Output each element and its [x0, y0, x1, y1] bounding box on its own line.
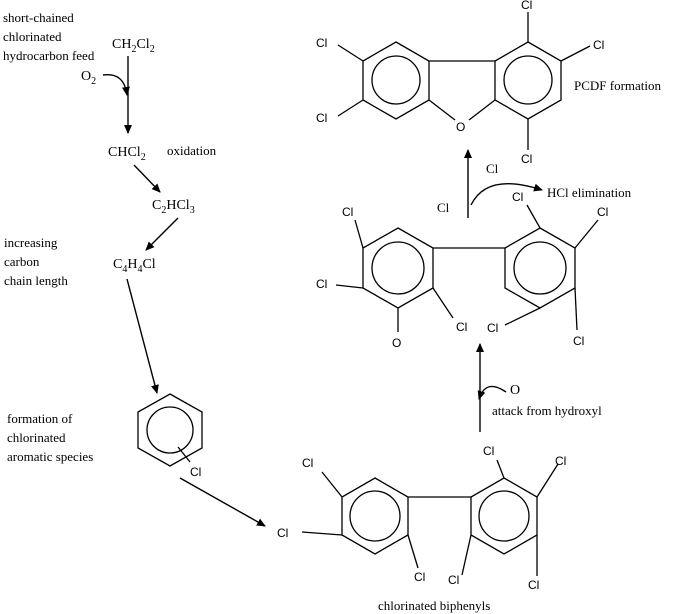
svg-text:Cl: Cl [316, 277, 327, 291]
o2-formula: O2 [81, 69, 96, 87]
svg-text:Cl: Cl [555, 454, 566, 468]
svg-text:Cl: Cl [528, 578, 539, 592]
arrow-hcl-elimination [470, 183, 543, 206]
svg-text:Cl: Cl [190, 465, 201, 479]
hydroxy-pcb-molecule: Cl Cl O Cl Cl Cl Cl Cl [316, 190, 608, 350]
chcl2-formula: CHCl2 [108, 145, 146, 163]
svg-text:Cl: Cl [521, 0, 532, 12]
arrow-o-curve [477, 385, 507, 400]
feed-label: short-chained chlorinated hydrocarbon fe… [3, 10, 95, 63]
o-reactant: O [510, 383, 520, 398]
svg-text:hydrocarbon feed: hydrocarbon feed [3, 48, 95, 63]
svg-text:Cl: Cl [316, 36, 327, 50]
svg-text:Cl: Cl [483, 444, 494, 458]
pcb-molecule: Cl Cl Cl Cl Cl Cl Cl [277, 444, 566, 592]
svg-text:Cl: Cl [593, 38, 604, 52]
svg-text:chlorinated: chlorinated [3, 29, 62, 44]
svg-text:aromatic species: aromatic species [7, 449, 93, 464]
cl-left-label: Cl [437, 200, 450, 215]
svg-text:Cl: Cl [448, 573, 459, 587]
c4h4cl-formula: C4H4Cl [113, 257, 156, 275]
svg-text:O: O [392, 336, 401, 350]
oxidation-label: oxidation [167, 143, 217, 158]
attack-label: attack from hydroxyl [492, 403, 602, 418]
pcdf-formation-label: PCDF formation [574, 78, 662, 93]
arrow-chcl2-to-c2hcl3 [133, 164, 161, 193]
ch2cl2-formula: CH2Cl2 [112, 37, 155, 55]
svg-text:chain length: chain length [4, 273, 68, 288]
svg-text:Cl: Cl [597, 205, 608, 219]
c2hcl3-formula: C2HCl3 [152, 198, 195, 216]
increasing-chain-label: increasing carbon chain length [4, 235, 68, 288]
svg-text:Cl: Cl [316, 111, 327, 125]
svg-text:Cl: Cl [302, 456, 313, 470]
arrow-c4h4cl-to-aromatic [126, 278, 159, 394]
arrow-c2hcl3-to-c4h4cl [145, 217, 179, 251]
svg-text:Cl: Cl [573, 334, 584, 348]
svg-text:chlorinated: chlorinated [7, 430, 66, 445]
svg-text:Cl: Cl [414, 570, 425, 584]
formation-label: formation of chlorinated aromatic specie… [7, 411, 93, 464]
arrow-o2-curve [102, 73, 130, 96]
svg-text:Cl: Cl [512, 190, 523, 204]
svg-text:formation of: formation of [7, 411, 73, 426]
svg-text:Cl: Cl [342, 205, 353, 219]
svg-text:Cl: Cl [521, 152, 532, 166]
svg-text:Cl: Cl [456, 320, 467, 334]
svg-text:carbon: carbon [4, 254, 40, 269]
svg-text:short-chained: short-chained [3, 10, 74, 25]
cl-top-label: Cl [486, 161, 499, 176]
chlorobenzene: Cl [137, 393, 203, 479]
svg-text:increasing: increasing [4, 235, 58, 250]
pcdf-molecule: O Cl Cl Cl Cl Cl [316, 0, 604, 166]
svg-text:Cl: Cl [487, 321, 498, 335]
svg-text:O: O [456, 120, 465, 134]
svg-text:Cl: Cl [277, 526, 288, 540]
biphenyls-label: chlorinated biphenyls [378, 598, 490, 613]
hcl-elimination-label: HCl elimination [547, 185, 632, 200]
arrow-aromatic-to-biphenyls [179, 477, 266, 527]
